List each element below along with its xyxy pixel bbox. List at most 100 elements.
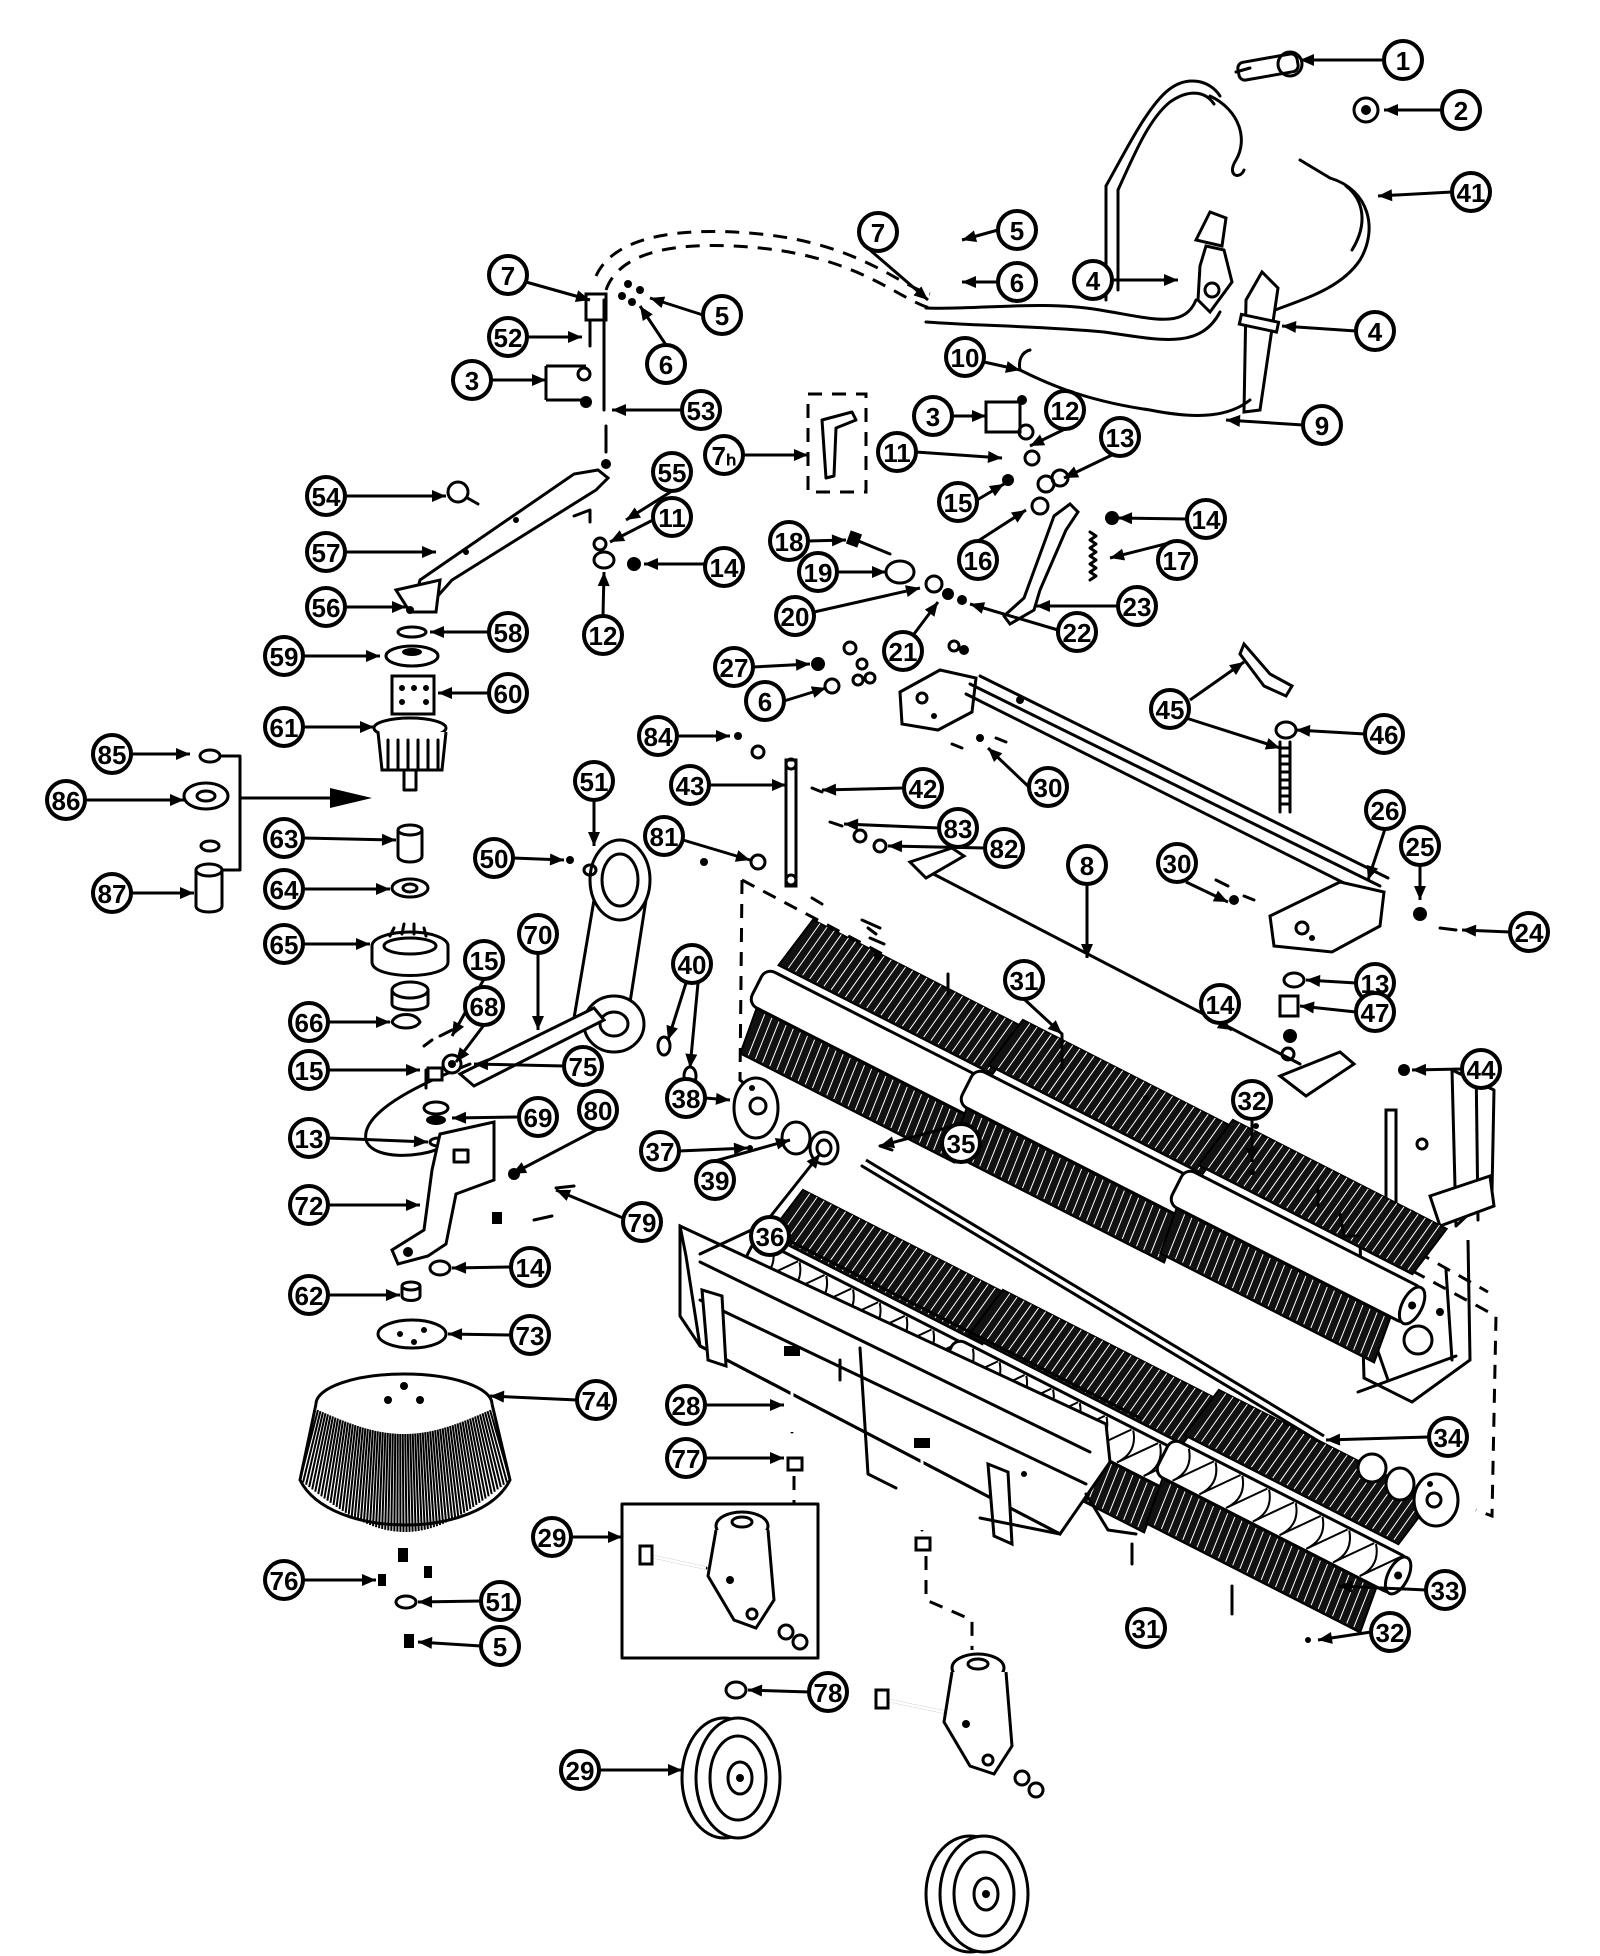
handle-part: [1268, 158, 1371, 314]
leader-arrow: [644, 558, 705, 570]
callout-4a: 4: [1072, 259, 1114, 301]
leader-lines: [85, 54, 1511, 1776]
callout-39: 39: [694, 1159, 736, 1201]
callout-21: 21: [882, 630, 924, 672]
callout-85-label: 85: [98, 740, 127, 770]
leader-arrow: [887, 840, 986, 853]
leader-arrow: [131, 887, 194, 899]
leader-arrow: [704, 1092, 731, 1105]
leader-arrow: [952, 410, 986, 422]
callout-11b-label: 11: [658, 503, 686, 533]
callout-28: 28: [665, 1384, 707, 1426]
leader-arrow: [912, 601, 940, 635]
callout-7h-label: 7ₕ: [712, 441, 737, 471]
callout-31b-label: 31: [1132, 1614, 1161, 1644]
leader-arrow: [328, 1016, 390, 1028]
callout-6c-label: 6: [758, 687, 772, 717]
leader-arrow: [983, 360, 1021, 373]
callout-14a-label: 14: [1192, 505, 1221, 535]
callout-5c: 5: [479, 1625, 521, 1667]
callout-14c: 14: [1199, 983, 1241, 1025]
callout-15b: 15: [463, 939, 505, 981]
callout-17: 17: [1156, 539, 1198, 581]
leader-arrow: [1081, 884, 1093, 958]
callout-80-label: 80: [584, 1096, 613, 1126]
callout-37-label: 37: [646, 1137, 675, 1167]
leader-arrow: [666, 982, 688, 1041]
callout-43-label: 43: [676, 771, 705, 801]
callout-63: 63: [263, 817, 305, 859]
callout-66: 66: [288, 1001, 330, 1043]
callout-31b: 31: [1125, 1607, 1167, 1649]
callout-51a: 51: [573, 760, 615, 802]
callout-74: 74: [575, 1379, 617, 1421]
leader-arrow: [345, 601, 406, 613]
callout-28-label: 28: [672, 1391, 701, 1421]
callout-63-label: 63: [270, 824, 299, 854]
callout-72: 72: [288, 1184, 330, 1226]
bracket-7h-part: [806, 392, 868, 494]
callout-24-label: 24: [1515, 918, 1544, 948]
brush-rollers-part: [729, 918, 1449, 1634]
callout-60: 60: [487, 672, 529, 714]
callout-55: 55: [651, 451, 693, 493]
callout-54: 54: [305, 475, 347, 517]
leader-arrow: [303, 650, 380, 662]
callout-35-label: 35: [947, 1129, 976, 1159]
callout-79: 79: [621, 1201, 663, 1243]
callout-10-label: 10: [951, 343, 980, 373]
callout-1-label: 1: [1396, 46, 1410, 76]
leader-arrow: [451, 1261, 512, 1274]
callout-32b: 32: [1369, 1611, 1411, 1653]
brush-shaft-part: [898, 668, 1390, 954]
gearbox-stack-part: [372, 606, 448, 792]
callout-40: 40: [671, 943, 713, 985]
callout-14b-label: 14: [710, 553, 739, 583]
callout-4a-label: 4: [1086, 266, 1101, 296]
control-cable-part: [1104, 79, 1246, 302]
callout-13c-label: 13: [295, 1124, 324, 1154]
callout-38-label: 38: [672, 1084, 701, 1114]
callout-16: 16: [957, 539, 999, 581]
leader-arrow: [1185, 716, 1281, 750]
connecting-rod-part: [907, 846, 1357, 1098]
callout-5a-label: 5: [1010, 216, 1024, 246]
callout-54-label: 54: [312, 482, 341, 512]
leader-arrow: [454, 1024, 486, 1063]
callout-42: 42: [902, 767, 944, 809]
leader-arrow: [1185, 880, 1229, 904]
callout-12b: 12: [582, 614, 624, 656]
leader-arrow: [1377, 189, 1453, 202]
leader-arrow: [976, 482, 1005, 502]
callout-80: 80: [577, 1089, 619, 1131]
leader-arrow: [555, 1188, 624, 1220]
callout-30b-label: 30: [1163, 849, 1192, 879]
deck-frame-part: [678, 1223, 1142, 1547]
callout-19-label: 19: [804, 558, 833, 588]
caster-box-outline: [620, 1502, 820, 1660]
callout-29a: 29: [531, 1516, 573, 1558]
spacer-hardware-part: [811, 639, 969, 695]
callout-82: 82: [983, 827, 1025, 869]
leader-arrow: [685, 982, 700, 1069]
callout-6b: 6: [645, 343, 687, 385]
side-broom-part: [298, 1372, 512, 1532]
callout-57-label: 57: [312, 538, 341, 568]
leader-arrow: [1300, 54, 1384, 66]
callout-25-label: 25: [1406, 832, 1435, 862]
callout-1: 1: [1382, 39, 1424, 81]
pulley-part: [370, 922, 450, 1012]
leader-arrow: [1414, 865, 1426, 900]
callout-23-label: 23: [1123, 592, 1152, 622]
brush-roller: [1159, 1118, 1449, 1364]
callout-6a: 6: [996, 261, 1038, 303]
callout-3b-label: 3: [926, 402, 940, 432]
callout-45-label: 45: [1156, 695, 1185, 725]
leader-arrow: [807, 534, 847, 547]
callout-46-label: 46: [1370, 720, 1399, 750]
bolts-part: [784, 926, 1360, 1643]
leader-arrow: [1281, 320, 1357, 333]
leader-arrow: [705, 1399, 784, 1411]
leader-arrow: [1411, 1063, 1463, 1076]
bushing-part: [396, 830, 424, 864]
